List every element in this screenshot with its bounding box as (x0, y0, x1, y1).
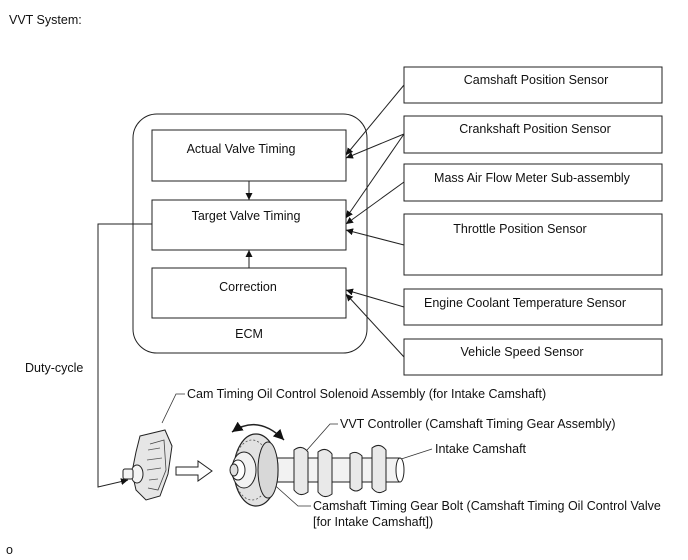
camshaft-position-sensor-box (403, 66, 663, 104)
solenoid-label: Cam Timing Oil Control Solenoid Assembly… (187, 387, 546, 401)
coolant-to-correction-arrow (345, 288, 405, 308)
vvt-controller-leader-line (299, 423, 338, 459)
engine-coolant-temp-sensor-box (403, 288, 663, 326)
footer-mark: o (6, 543, 13, 557)
mass-air-flow-meter-box (403, 163, 663, 202)
engine-coolant-temp-sensor-label: Engine Coolant Temperature Sensor (424, 296, 626, 310)
crankshaft-sensor-to-actual-arrow (345, 133, 405, 159)
target-valve-timing-box (151, 199, 347, 251)
intake-camshaft-label: Intake Camshaft (435, 442, 527, 456)
actual-valve-timing-label: Actual Valve Timing (187, 142, 296, 156)
camshaft-sensor-to-actual-arrow (345, 84, 405, 156)
crankshaft-position-sensor-box (403, 115, 663, 154)
vehicle-speed-sensor-label: Vehicle Speed Sensor (460, 345, 583, 359)
camshaft-assembly-illustration (229, 433, 405, 507)
crankshaft-position-sensor-label: Crankshaft Position Sensor (459, 122, 610, 136)
throttle-to-target-arrow (345, 228, 405, 246)
correction-label: Correction (219, 280, 277, 294)
vehicle-speed-sensor-box (403, 338, 663, 376)
vvt-controller-label: VVT Controller (Camshaft Timing Gear Ass… (340, 417, 616, 431)
oil-flow-arrow (175, 460, 213, 482)
duty-cycle-signal-line (97, 223, 152, 488)
solenoid-leader-line (161, 393, 185, 424)
vehicle-speed-to-correction-arrow (345, 293, 405, 358)
ecm-label: ECM (235, 327, 263, 341)
diagram-title: VVT System: (9, 13, 82, 27)
rotation-arc-arrow (231, 421, 285, 441)
throttle-position-sensor-label: Throttle Position Sensor (453, 222, 586, 236)
camshaft-position-sensor-label: Camshaft Position Sensor (464, 73, 609, 87)
gear-bolt-label-line1: Camshaft Timing Gear Bolt (Camshaft Timi… (313, 499, 661, 513)
mass-air-flow-meter-label: Mass Air Flow Meter Sub-assembly (434, 171, 631, 185)
actual-valve-timing-box (151, 129, 347, 182)
maf-to-target-arrow (345, 181, 405, 225)
gear-bolt-label-line2: [for Intake Camshaft]) (313, 515, 433, 529)
throttle-position-sensor-box (403, 213, 663, 276)
target-valve-timing-label: Target Valve Timing (192, 209, 301, 223)
solenoid-illustration (122, 429, 173, 501)
crankshaft-sensor-to-target-arrow (345, 133, 405, 219)
duty-cycle-label: Duty-cycle (25, 361, 83, 375)
